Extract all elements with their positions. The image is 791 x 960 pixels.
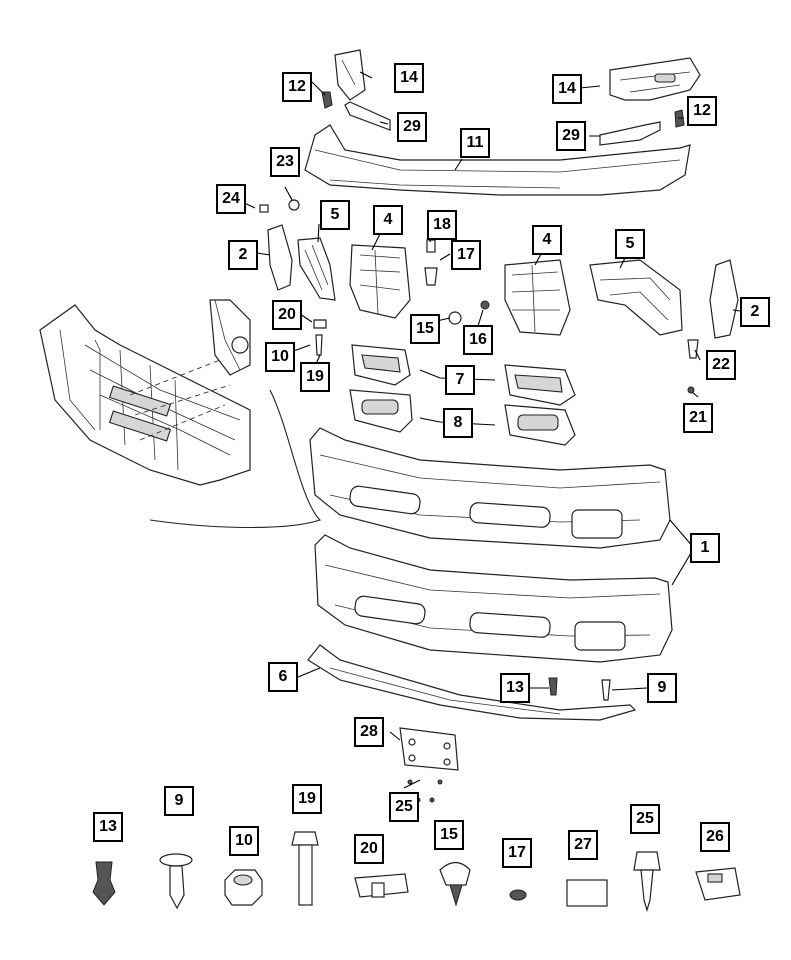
callout-14-right: 14 [552, 74, 582, 104]
bumper-1-lower [314, 534, 673, 663]
callout-26: 26 [700, 822, 730, 852]
callout-5-right: 5 [615, 229, 645, 259]
bezel-8-left [349, 389, 413, 433]
callout-10-main: 10 [265, 342, 295, 372]
small-fasteners [259, 199, 699, 803]
callout-6: 6 [268, 662, 298, 692]
callout-15-bottom: 15 [434, 820, 464, 850]
callout-29-left: 29 [397, 112, 427, 142]
bracket-5-right [589, 259, 683, 336]
callout-12-right: 12 [687, 96, 717, 126]
inset-detail-view [39, 299, 322, 529]
deflector-2-left [267, 224, 293, 291]
grille-7-left [351, 344, 411, 386]
callout-25-bottom: 25 [630, 804, 660, 834]
callout-20-bottom: 20 [354, 834, 384, 864]
callout-20-main: 20 [272, 300, 302, 330]
callout-2-left: 2 [228, 240, 258, 270]
callout-18: 18 [427, 210, 457, 240]
callout-15-main: 15 [410, 314, 440, 344]
callout-19-main: 19 [300, 362, 330, 392]
callout-23: 23 [270, 147, 300, 177]
callout-5-left: 5 [320, 200, 350, 230]
callout-13-bottom: 13 [93, 812, 123, 842]
callout-21: 21 [683, 403, 713, 433]
bracket-4-right [504, 259, 571, 336]
clip-12-left [321, 91, 333, 109]
hardware-row [92, 831, 741, 913]
air-dam-6 [307, 644, 637, 721]
callout-4-right: 4 [532, 225, 562, 255]
upper-fascia [304, 124, 691, 196]
bracket-14-right [609, 57, 701, 101]
callout-25-main: 25 [389, 792, 419, 822]
bracket-5-left [297, 237, 336, 301]
grille-7-right [504, 364, 576, 406]
callout-8: 8 [443, 408, 473, 438]
callout-7: 7 [445, 365, 475, 395]
callout-17-main: 17 [451, 240, 481, 270]
deflector-2-right [709, 259, 739, 339]
strip-29-left [344, 101, 391, 131]
callout-1: 1 [690, 533, 720, 563]
bumper-1-upper [309, 427, 671, 549]
callout-28: 28 [354, 717, 384, 747]
callout-11: 11 [460, 128, 490, 158]
callout-10-bottom: 10 [229, 826, 259, 856]
callout-9-bottom: 9 [164, 786, 194, 816]
callout-19-bottom: 19 [292, 784, 322, 814]
callout-2-right: 2 [740, 297, 770, 327]
callout-14-left: 14 [394, 63, 424, 93]
callout-16: 16 [463, 325, 493, 355]
callout-17-bottom: 17 [502, 838, 532, 868]
bezel-8-right [504, 404, 576, 446]
strip-29-right [599, 121, 661, 146]
bracket-14-left [334, 49, 366, 101]
callout-4-left: 4 [373, 205, 403, 235]
callout-29-right: 29 [556, 121, 586, 151]
license-bracket-28 [399, 727, 459, 771]
callout-27: 27 [568, 830, 598, 860]
callout-13-main: 13 [500, 673, 530, 703]
callout-12-left: 12 [282, 72, 312, 102]
callout-22: 22 [706, 350, 736, 380]
callout-24: 24 [216, 184, 246, 214]
bracket-4-left [349, 244, 411, 319]
callout-9-right: 9 [647, 673, 677, 703]
